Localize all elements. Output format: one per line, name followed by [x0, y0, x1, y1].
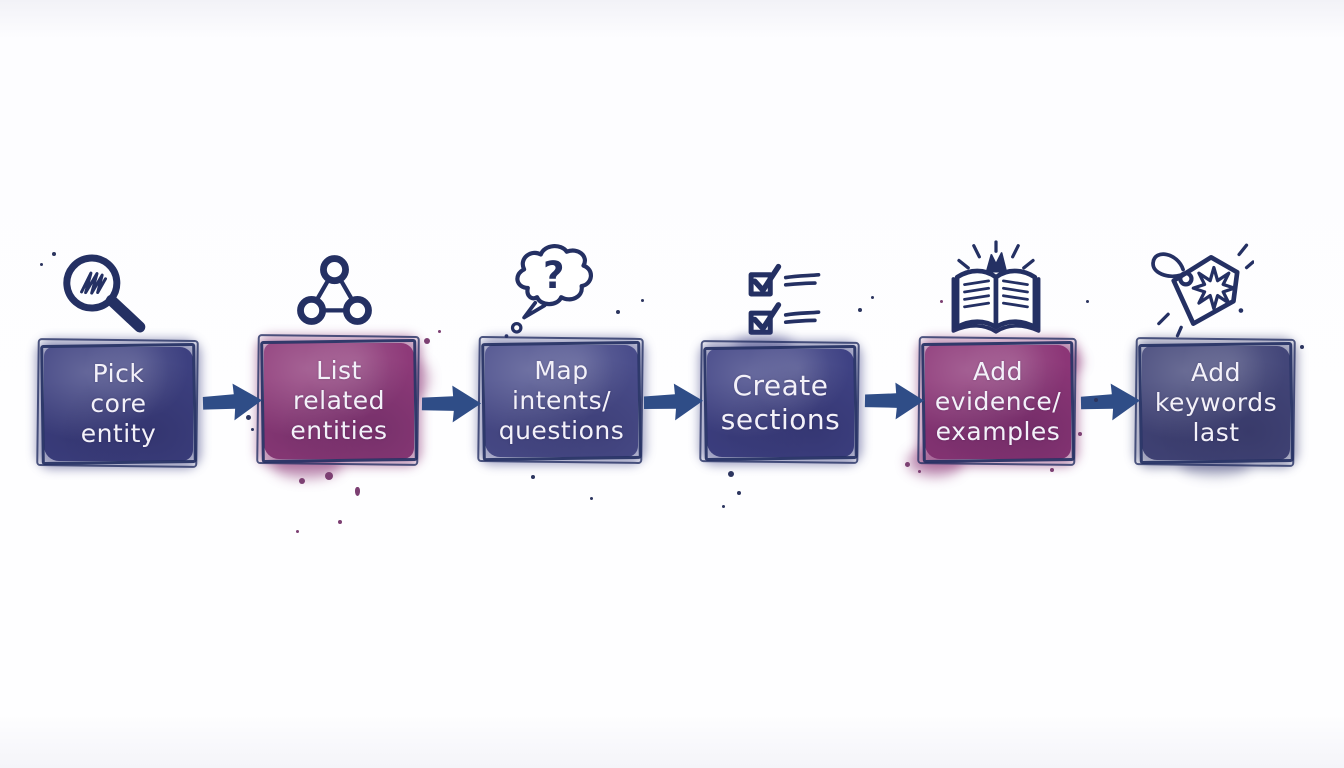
paint-splatter: [641, 299, 644, 302]
paint-splatter: [438, 330, 441, 333]
paint-splatter: [296, 530, 299, 533]
step-label: Map intents/ questions: [498, 356, 625, 445]
watercolor-fill: [1142, 346, 1290, 460]
checklist-icon: [742, 256, 824, 341]
step-box-add-keywords-last: Add keywords last: [1134, 337, 1298, 476]
network-nodes-icon: [292, 252, 377, 334]
magnifier-icon: [44, 241, 164, 350]
flow-arrow-icon: [201, 378, 264, 426]
paint-splatter: [531, 475, 535, 479]
paint-splatter: [1086, 300, 1089, 303]
paint-splatter: [871, 296, 874, 299]
paint-splatter: [737, 491, 741, 495]
step-label: List related entities: [290, 356, 388, 445]
paint-splatter: [325, 472, 333, 480]
watercolor-fill: [925, 345, 1071, 459]
watercolor-fill: [707, 349, 854, 457]
paint-splatter: [299, 478, 305, 484]
step-box-create-sections: Create sections: [699, 335, 862, 465]
step-label: Pick core entity: [80, 359, 157, 448]
paint-splatter: [1050, 468, 1054, 472]
watercolor-fill: [264, 343, 414, 459]
flow-arrow-icon: [864, 377, 927, 424]
watercolor-fill: [44, 347, 193, 461]
paint-splatter: [590, 497, 593, 500]
flow-arrow-icon: [643, 379, 705, 426]
step-label: Add keywords last: [1154, 358, 1278, 447]
paint-splatter: [251, 428, 254, 431]
price-tag-icon: [1142, 240, 1254, 340]
paint-splatter: [728, 471, 734, 477]
paint-splatter: [246, 415, 251, 420]
paint-splatter: [338, 520, 342, 524]
step-box-list-related-entities: List related entities: [256, 334, 430, 479]
paint-splatter: [1300, 345, 1304, 349]
paint-splatter: [858, 308, 862, 312]
paint-splatter: [1094, 398, 1098, 402]
paint-splatter: [722, 505, 725, 508]
paint-splatter: [355, 487, 360, 496]
paint-splatter: [905, 462, 910, 467]
paint-splatter: [616, 310, 620, 314]
step-label: Add evidence/ examples: [934, 357, 1062, 446]
paint-splatter: [52, 252, 56, 256]
paint-splatter: [1078, 432, 1082, 436]
step-label: Create sections: [720, 369, 841, 436]
paint-splatter: [940, 300, 943, 303]
svg-text:?: ?: [543, 254, 565, 297]
paint-splatter: [40, 263, 43, 266]
step-box-add-evidence-examples: Add evidence/ examples: [907, 336, 1083, 477]
paint-splatter: [918, 470, 921, 473]
open-book-icon: [946, 238, 1046, 346]
watercolor-fill: [485, 345, 638, 457]
paint-splatter: [424, 338, 430, 344]
flow-arrow-icon: [421, 380, 484, 427]
thought-bubble-question-icon: ?: [500, 238, 602, 348]
step-box-map-intents-questions: Map intents/ questions: [477, 335, 646, 465]
step-box-pick-core-entity: Pick core entity: [36, 338, 201, 469]
flow-arrow-icon: [1080, 378, 1143, 425]
